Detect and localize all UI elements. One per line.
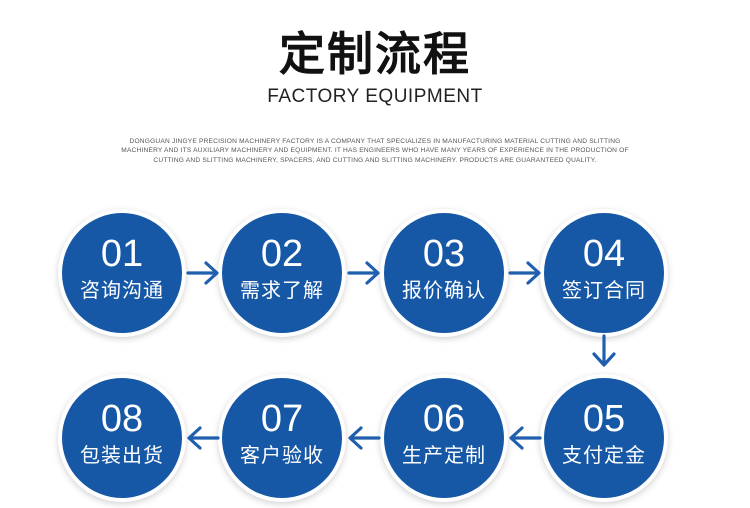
- step-03-quotation: 03 报价确认: [384, 213, 504, 333]
- step-number: 01: [100, 233, 144, 275]
- arrow-right-icon: [186, 260, 220, 286]
- step-label: 签订合同: [562, 278, 646, 302]
- arrow-left-icon: [186, 425, 220, 451]
- step-label: 客户验收: [240, 443, 324, 467]
- company-description: DONGGUAN JINGYE PRECISION MACHINERY FACT…: [121, 138, 629, 164]
- arrow-down-icon: [591, 334, 617, 368]
- step-label: 需求了解: [240, 278, 324, 302]
- step-02-requirements: 02 需求了解: [222, 213, 342, 333]
- arrow-left-icon: [347, 425, 381, 451]
- arrow-left-icon: [508, 425, 542, 451]
- step-07-acceptance: 07 客户验收: [222, 378, 342, 498]
- page-subtitle: FACTORY EQUIPMENT: [267, 86, 483, 107]
- step-06-production: 06 生产定制: [384, 378, 504, 498]
- step-01-consult: 01 咨询沟通: [62, 213, 182, 333]
- step-label: 咨询沟通: [80, 278, 164, 302]
- step-05-deposit: 05 支付定金: [544, 378, 664, 498]
- step-number: 04: [582, 233, 626, 275]
- step-number: 03: [422, 233, 466, 275]
- step-08-shipping: 08 包装出货: [62, 378, 182, 498]
- step-04-contract: 04 签订合同: [544, 213, 664, 333]
- step-number: 02: [260, 233, 304, 275]
- step-label: 生产定制: [402, 443, 486, 467]
- step-number: 05: [582, 398, 626, 440]
- arrow-right-icon: [347, 260, 381, 286]
- step-number: 08: [100, 398, 144, 440]
- step-number: 06: [422, 398, 466, 440]
- step-number: 07: [260, 398, 304, 440]
- step-label: 报价确认: [402, 278, 486, 302]
- step-label: 包装出货: [80, 443, 164, 467]
- page-title: 定制流程: [279, 27, 471, 81]
- step-label: 支付定金: [562, 443, 646, 467]
- arrow-right-icon: [508, 260, 542, 286]
